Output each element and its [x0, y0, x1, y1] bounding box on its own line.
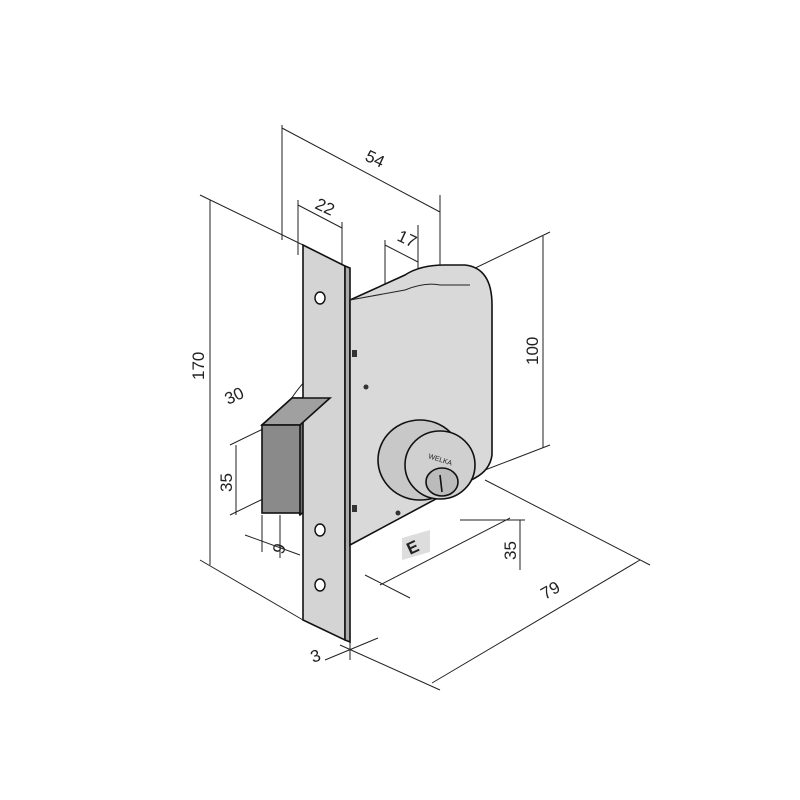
dim-3: 3	[308, 646, 323, 667]
dim-170: 170	[189, 352, 208, 380]
cylinder: WELKA	[377, 419, 476, 501]
lock-case	[349, 264, 493, 547]
faceplate-edge	[344, 264, 351, 644]
dim-79: 79	[538, 578, 564, 604]
screw-holes	[314, 291, 326, 592]
dim-54: 54	[362, 146, 387, 171]
dim-22: 22	[312, 194, 337, 219]
dim-35-backset: 35	[501, 541, 520, 560]
bolt-front	[261, 424, 301, 514]
dim-17: 17	[394, 226, 419, 251]
dim-30: 30	[222, 383, 247, 408]
case-top-edge	[349, 283, 470, 301]
dim-100: 100	[523, 337, 542, 365]
dim-e-box	[402, 530, 430, 560]
dim-9: 9	[269, 541, 290, 556]
dim-35-bolt: 35	[217, 473, 236, 492]
case-rivets	[352, 350, 401, 516]
